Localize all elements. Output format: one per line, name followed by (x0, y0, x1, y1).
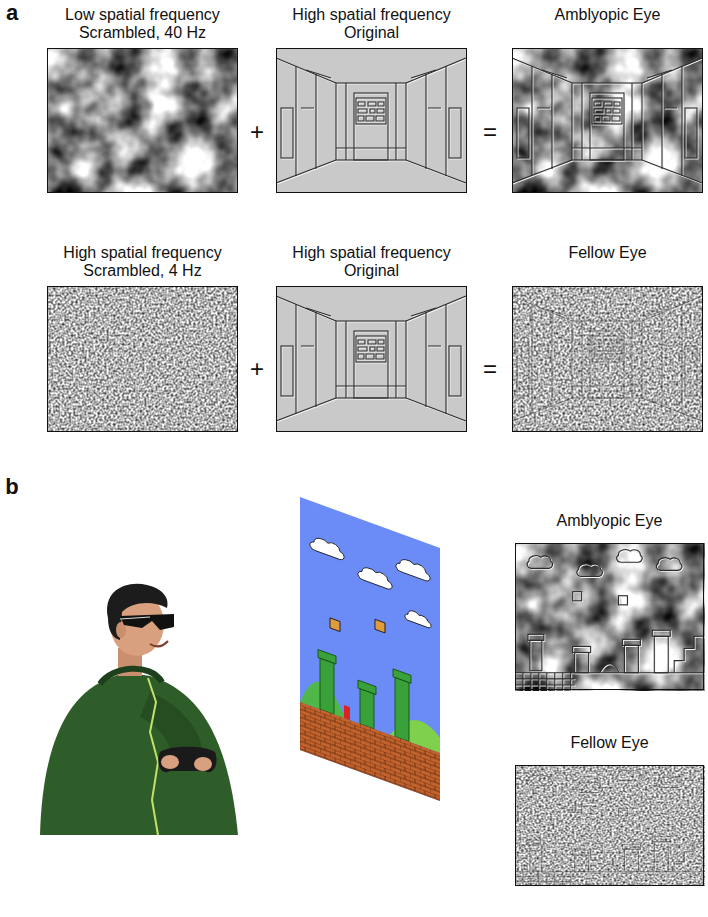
operator-sign: + (242, 355, 272, 383)
panel-frame (512, 48, 703, 193)
high-sf-original-image (276, 286, 467, 432)
image-panel: High spatial frequency Original (276, 6, 467, 193)
operator-sign: = (475, 355, 505, 383)
panel-heading: High spatial frequency Original (276, 6, 467, 43)
fellow-eye-image (512, 286, 703, 432)
high-sf-scrambled-image (47, 286, 238, 432)
fellow-eye-game-image (515, 765, 705, 887)
panel-heading: High spatial frequency Scrambled, 4 Hz (47, 244, 238, 281)
player-illustration (40, 584, 238, 835)
image-panel: High spatial frequency Scrambled, 4 Hz (47, 244, 238, 432)
operator-sign: + (242, 118, 272, 146)
panel-frame (515, 765, 704, 886)
image-panel: Fellow Eye (515, 734, 704, 886)
panel-heading: Amblyopic Eye (515, 512, 704, 530)
panel-letter: a (0, 0, 27, 26)
panel-heading: Low spatial frequency Scrambled, 40 Hz (47, 6, 238, 43)
image-panel: Amblyopic Eye (512, 6, 703, 193)
low-sf-scrambled-image (47, 48, 238, 193)
panel-frame (512, 286, 703, 432)
amblyopic-eye-image (512, 48, 703, 193)
panel-frame (47, 286, 238, 432)
panel-heading: Fellow Eye (515, 734, 704, 752)
panel-heading: Fellow Eye (512, 244, 703, 262)
panel-frame (515, 543, 704, 690)
panel-frame (276, 286, 467, 432)
operator-sign: = (475, 118, 505, 146)
panel-frame (276, 48, 467, 193)
image-panel: High spatial frequency Original (276, 244, 467, 432)
high-sf-original-image (276, 48, 467, 193)
image-panel: Amblyopic Eye (515, 512, 704, 690)
amblyopic-eye-game-image (515, 543, 705, 691)
panel-letter: b (0, 474, 27, 500)
image-panel: Fellow Eye (512, 244, 703, 432)
image-panel: Low spatial frequency Scrambled, 40 Hz (47, 6, 238, 193)
panel-heading: High spatial frequency Original (276, 244, 467, 281)
panel-heading: Amblyopic Eye (512, 6, 703, 24)
game-screen (300, 497, 440, 801)
panel-frame (47, 48, 238, 193)
